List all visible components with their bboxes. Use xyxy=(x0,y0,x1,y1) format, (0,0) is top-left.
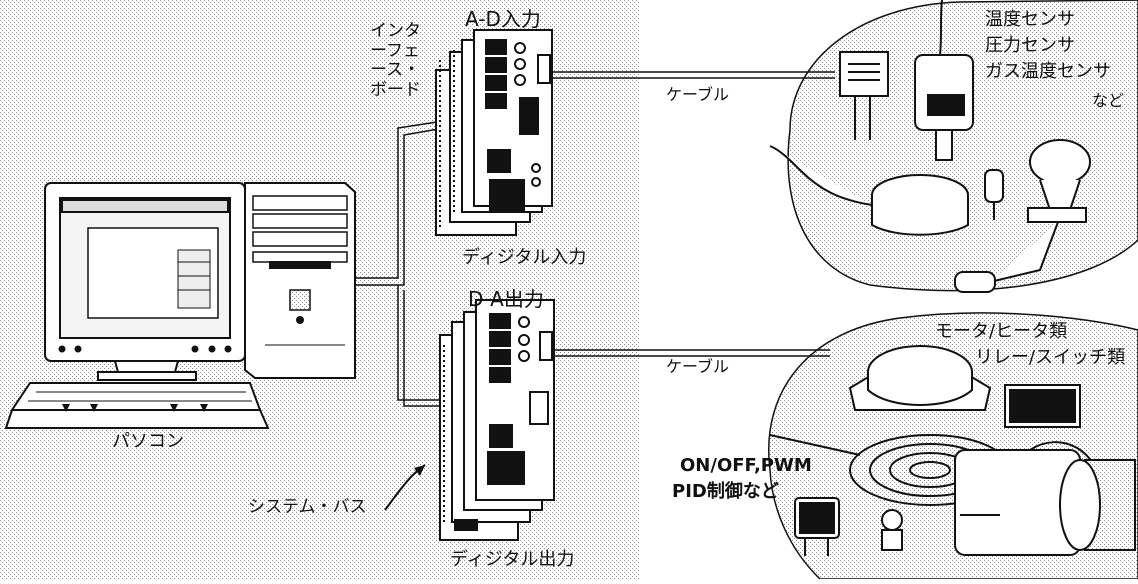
cable-label-bottom: ケーブル xyxy=(666,358,729,376)
control-method-line2: PID制御など xyxy=(672,482,779,503)
system-bus-label: システム・バス xyxy=(248,498,367,518)
output-interface-boards xyxy=(440,300,554,540)
keyboard xyxy=(6,383,268,428)
actuator-item-relay-switch: リレー/スイッチ類 xyxy=(975,348,1125,369)
interface-board-label: インターフェース・ボード xyxy=(370,22,422,100)
da-output-label: D-A出力 xyxy=(468,288,544,311)
sensor-etc-label: など xyxy=(1092,92,1124,110)
control-method-line1: ON/OFF,PWM xyxy=(680,456,812,477)
pc-label: パソコン xyxy=(112,432,184,453)
digital-input-label: ディジタル入力 xyxy=(462,248,586,269)
sensor-item-temperature: 温度センサ xyxy=(985,10,1075,31)
monitor xyxy=(45,183,245,380)
input-interface-boards xyxy=(436,30,552,235)
sensor-area-background xyxy=(788,0,1138,291)
sensor-item-pressure: 圧力センサ xyxy=(985,36,1075,57)
cable-label-top: ケーブル xyxy=(666,86,729,104)
digital-output-label: ディジタル出力 xyxy=(450,550,574,571)
ad-input-label: A-D入力 xyxy=(465,8,541,31)
pc-tower xyxy=(245,183,355,378)
actuator-item-motor-heater: モータ/ヒータ類 xyxy=(935,322,1067,343)
sensor-item-gas-temperature: ガス温度センサ xyxy=(985,62,1111,83)
